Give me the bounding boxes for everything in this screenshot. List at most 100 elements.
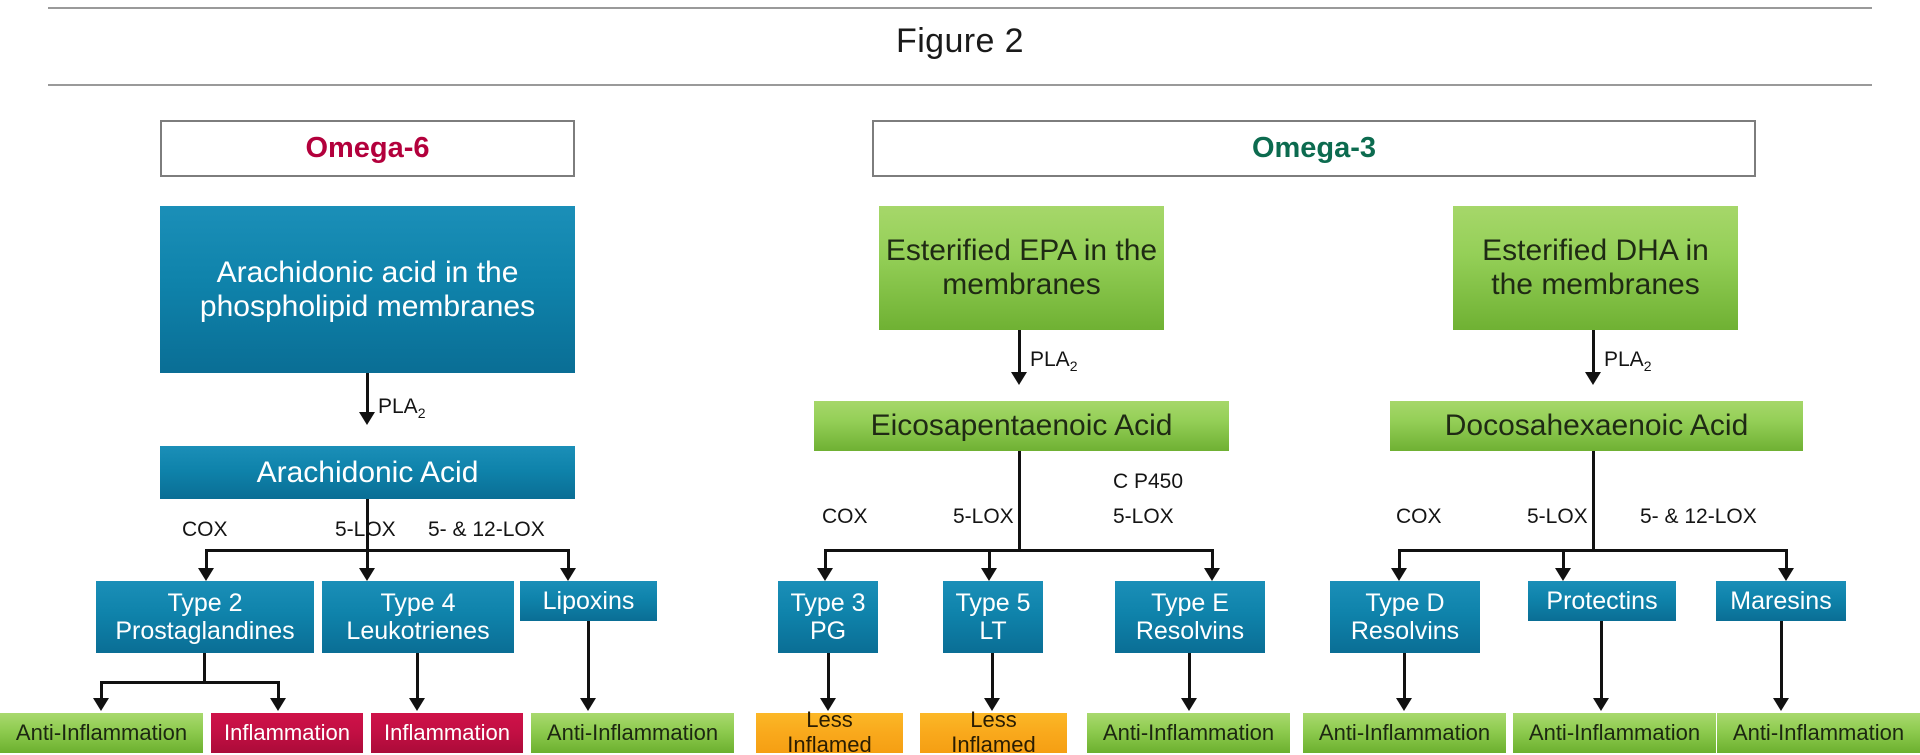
arrowhead-arachidonic-1 (198, 568, 214, 581)
arrowhead-lipoxins (580, 698, 596, 711)
connector-maresins-stem (1780, 621, 1783, 703)
outcome-anti-inflammation-3: Anti-Inflammation (1087, 713, 1290, 753)
connector-dha-leg-1 (1398, 549, 1401, 574)
node-source-arachidonic: Arachidonic acid in the phospholipid mem… (160, 206, 575, 373)
enzyme-pla2-text: PLA (378, 395, 418, 418)
node-product-type4-lt: Type 4 Leukotrienes (322, 581, 514, 653)
enzyme-label-pla2-dha: PLA2 (1604, 348, 1652, 374)
outcome-inflammation-2-label: Inflammation (384, 719, 510, 745)
enzyme-pla2-dha-text: PLA (1604, 348, 1644, 371)
arrowhead-type2-anti (93, 698, 109, 711)
family-header-omega3: Omega-3 (872, 120, 1756, 177)
connector-dha-leg-3 (1785, 549, 1788, 574)
title-rule-bottom (48, 84, 1872, 86)
outcome-less-inflamed-2: Less Inflamed (920, 707, 1067, 755)
node-product-type2-pg: Type 2 Prostaglandines (96, 581, 314, 653)
enzyme-label-pla2-epa: PLA2 (1030, 348, 1078, 374)
enzyme-label-epa-5lox: 5-LOX (953, 505, 1014, 528)
arrowhead-typee (1181, 698, 1197, 711)
arrowhead-arachidonic-3 (560, 568, 576, 581)
connector-type3-stem (827, 653, 830, 703)
arrowhead-dha-2 (1555, 568, 1571, 581)
enzyme-label-pla2-omega6: PLA2 (378, 395, 426, 421)
node-product-typee-resolvins-line2: Resolvins (1135, 617, 1245, 645)
outcome-less-inflamed-1-label: Less Inflamed (787, 707, 872, 755)
enzyme-label-dha-cox: COX (1396, 505, 1442, 528)
connector-type4-stem (416, 653, 419, 703)
node-product-type5-lt: Type 5 LT (943, 581, 1043, 653)
arrowhead-type3 (820, 698, 836, 711)
connector-arachidonic-stem (366, 499, 369, 552)
outcome-anti-inflammation-2: Anti-Inflammation (531, 713, 734, 753)
outcome-anti-inflammation-6: Anti-Inflammation (1717, 713, 1920, 753)
connector-protectins-stem (1600, 621, 1603, 703)
connector-type2-stem (203, 653, 206, 683)
connector-arachidonic-pla2 (366, 373, 369, 418)
node-product-type3-pg: Type 3 PG (778, 581, 878, 653)
connector-arachidonic-leg-3 (567, 549, 570, 574)
connector-dha-bus (1398, 549, 1788, 552)
node-source-epa-label: Esterified EPA in the membranes (885, 234, 1158, 301)
outcome-anti-inflammation-5-label: Anti-Inflammation (1528, 719, 1701, 745)
arrowhead-maresins (1773, 698, 1789, 711)
outcome-anti-inflammation-1: Anti-Inflammation (0, 713, 203, 753)
connector-type5-stem (991, 653, 994, 703)
outcome-less-inflamed-2-label: Less Inflamed (951, 707, 1036, 755)
outcome-anti-inflammation-2-label: Anti-Inflammation (546, 719, 719, 745)
enzyme-label-omega6-512lox: 5- & 12-LOX (428, 518, 545, 541)
node-source-dha: Esterified DHA in the membranes (1453, 206, 1738, 330)
node-acid-epa: Eicosapentaenoic Acid (814, 401, 1229, 451)
arrowhead-protectins (1593, 698, 1609, 711)
node-acid-arachidonic-label: Arachidonic Acid (256, 455, 479, 489)
enzyme-pla2-dha-sub: 2 (1643, 358, 1652, 375)
arrowhead-arachidonic-2 (359, 568, 375, 581)
node-product-protectins: Protectins (1528, 581, 1676, 621)
node-product-typee-resolvins: Type E Resolvins (1115, 581, 1265, 653)
arrowhead-epa-3 (1204, 568, 1220, 581)
enzyme-label-dha-512lox: 5- & 12-LOX (1640, 505, 1757, 528)
node-product-type3-pg-line1: Type 3 (790, 589, 866, 617)
arrowhead-arachidonic-pla2 (359, 412, 375, 425)
arrowhead-dha-1 (1391, 568, 1407, 581)
node-source-dha-label: Esterified DHA in the membranes (1482, 234, 1709, 301)
connector-type2-leg-2 (277, 681, 280, 703)
node-acid-dha-label: Docosahexaenoic Acid (1444, 409, 1749, 443)
arrowhead-type4 (409, 698, 425, 711)
outcome-anti-inflammation-6-label: Anti-Inflammation (1732, 719, 1905, 745)
page-title: Figure 2 (896, 22, 1024, 60)
node-source-arachidonic-label: Arachidonic acid in the phospholipid mem… (199, 255, 536, 323)
node-product-type2-pg-line1: Type 2 (167, 589, 243, 617)
outcome-anti-inflammation-5: Anti-Inflammation (1513, 713, 1716, 753)
node-product-typed-resolvins: Type D Resolvins (1330, 581, 1480, 653)
connector-type2-bus (100, 681, 280, 684)
node-product-type5-lt-line1: Type 5 (955, 589, 1031, 617)
arrowhead-epa-pla2 (1011, 372, 1027, 385)
node-product-lipoxins-label: Lipoxins (542, 587, 635, 615)
arrowhead-dha-pla2 (1585, 372, 1601, 385)
node-acid-arachidonic: Arachidonic Acid (160, 446, 575, 499)
node-product-lipoxins: Lipoxins (520, 581, 657, 621)
connector-epa-stem (1018, 451, 1021, 552)
connector-epa-leg-3 (1211, 549, 1214, 574)
connector-dha-leg-2 (1562, 549, 1565, 574)
enzyme-pla2-epa-text: PLA (1030, 348, 1070, 371)
node-product-type3-pg-line2: PG (809, 617, 847, 645)
node-product-protectins-label: Protectins (1546, 587, 1658, 615)
node-product-type4-lt-line2: Leukotrienes (346, 617, 490, 645)
enzyme-pla2-sub: 2 (417, 405, 426, 422)
arrowhead-type2-inflam (270, 698, 286, 711)
family-header-omega6-label: Omega-6 (305, 132, 430, 164)
connector-arachidonic-leg-2 (366, 549, 369, 574)
arrowhead-epa-2 (981, 568, 997, 581)
node-product-maresins-label: Maresins (1730, 587, 1832, 615)
arrowhead-epa-1 (817, 568, 833, 581)
node-acid-dha: Docosahexaenoic Acid (1390, 401, 1803, 451)
outcome-anti-inflammation-1-label: Anti-Inflammation (15, 719, 188, 745)
enzyme-label-epa-cox: COX (822, 505, 868, 528)
outcome-inflammation-1-label: Inflammation (224, 719, 350, 745)
connector-dha-stem (1592, 451, 1595, 552)
connector-epa-bus (824, 549, 1214, 552)
arrowhead-typed (1396, 698, 1412, 711)
family-header-omega6: Omega-6 (160, 120, 575, 177)
